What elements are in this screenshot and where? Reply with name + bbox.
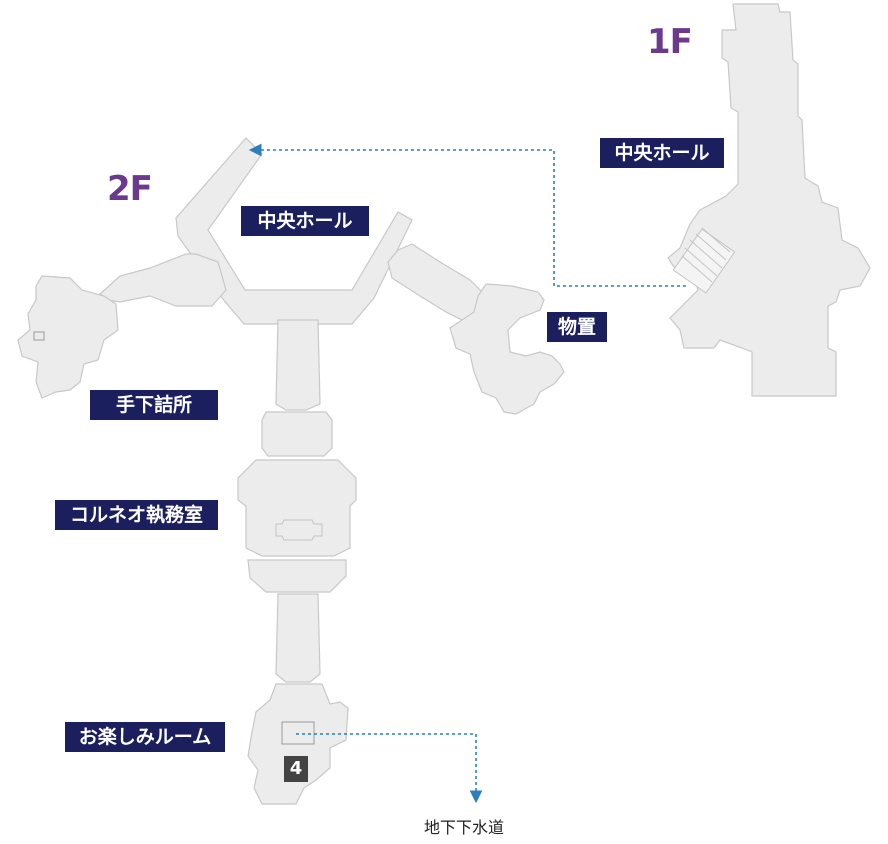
central-corridor-upper (275, 319, 321, 411)
stairs-steps-1f (681, 227, 731, 283)
floor-1f (667, 3, 871, 397)
central-antechamber (261, 411, 333, 457)
floor-label-2f: 2F (107, 169, 153, 209)
henchmen-quarters-marker (33, 331, 45, 341)
storage-room (449, 283, 565, 415)
corneo-office-room (237, 459, 357, 557)
lower-hall (247, 559, 347, 593)
area-label-central-hall-2f: 中央ホール (241, 206, 369, 236)
floor-label-1f: 1F (647, 22, 693, 62)
corneo-desk (275, 519, 323, 541)
route-fun-room-to-sewer (296, 733, 483, 804)
east-corridor (387, 243, 487, 323)
waypoint-badge: 4 (284, 756, 308, 782)
floor-2f (17, 137, 565, 805)
routes (248, 143, 686, 804)
area-label-corneo-office: コルネオ執務室 (55, 500, 218, 530)
stairs-1f (672, 228, 736, 294)
area-label-storage: 物置 (547, 312, 607, 342)
fun-room-marker (281, 721, 315, 745)
area-label-central-hall-1f: 中央ホール (600, 138, 724, 168)
area-label-henchmen-quarters: 手下詰所 (90, 390, 218, 420)
route-1f-to-2f (248, 143, 686, 287)
central-corridor-lower (275, 593, 321, 683)
exit-label-sewer: 地下下水道 (424, 818, 505, 837)
henchmen-quarters-room (17, 275, 119, 399)
west-corridor (99, 253, 227, 307)
central-hall-1f-room (667, 3, 871, 397)
area-label-fun-room: お楽しみルーム (65, 722, 225, 752)
